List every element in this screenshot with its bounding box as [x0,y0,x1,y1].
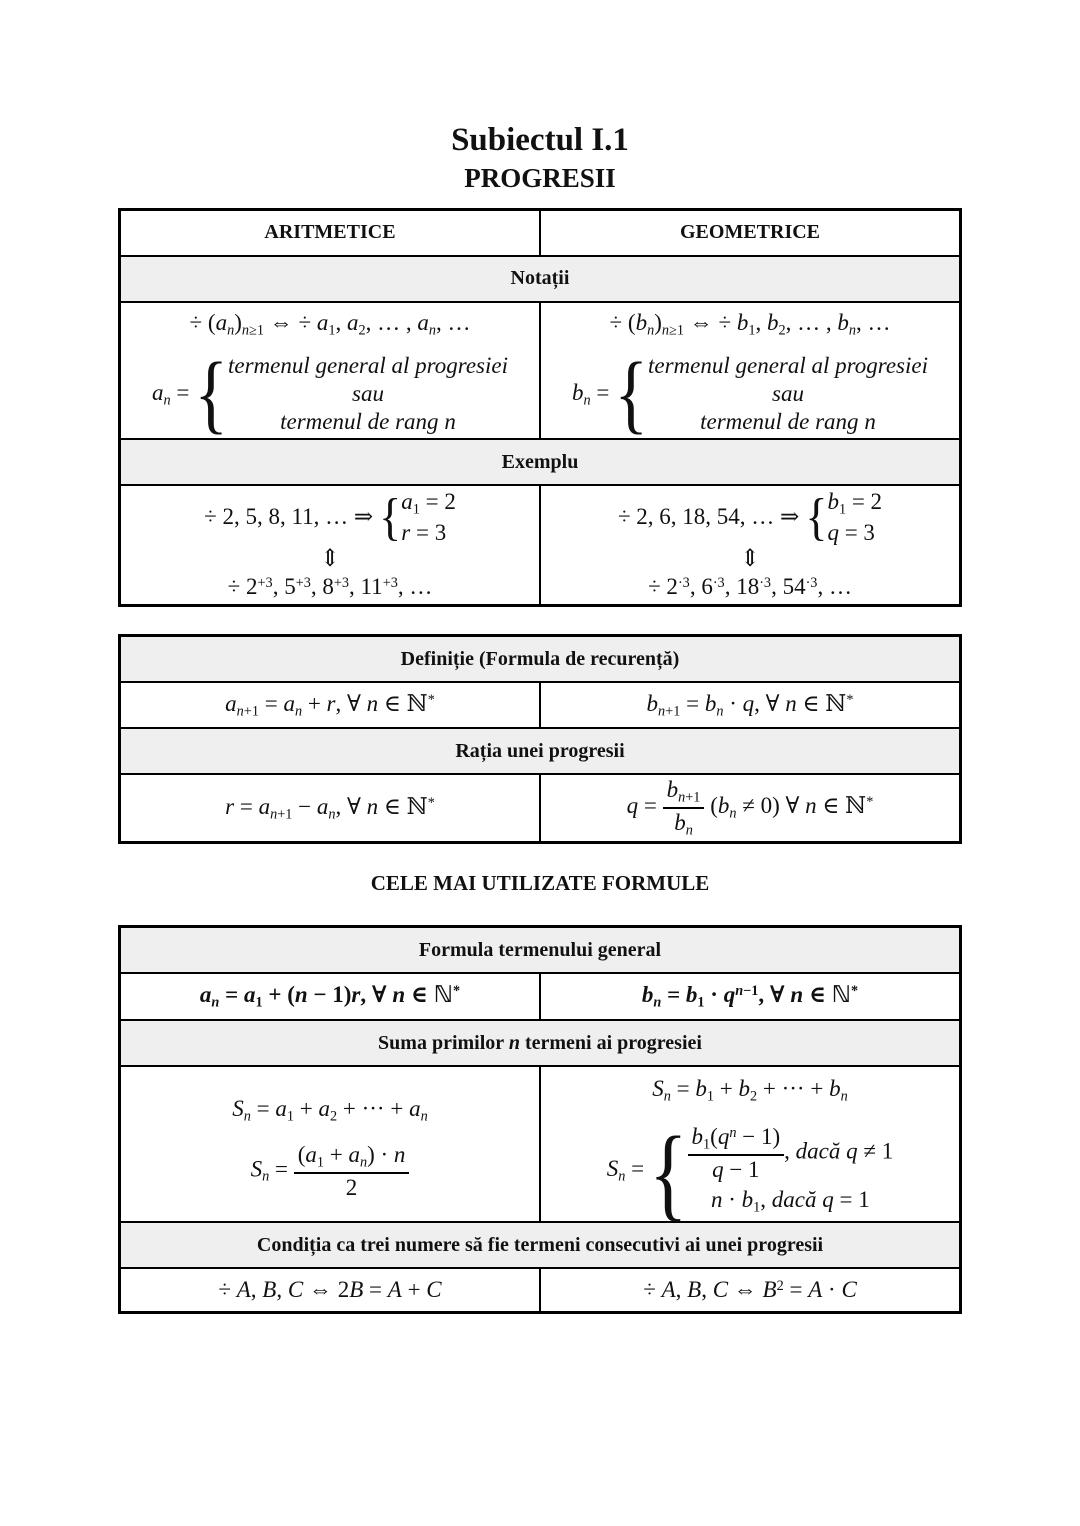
cases-lines: termenul general al progresiei sau terme… [648,352,928,436]
page-subtitle: PROGRESII [464,162,616,193]
cases-lhs: bn = [572,379,610,408]
cell-conditia-aritmetice: ÷ A, B, C ⇔ 2B = A + C [118,1267,541,1314]
definitie-formula-row: an+1 = an + r, ∀ n ∈ ℕ* bn+1 = bn · q, ∀… [118,681,962,730]
cell-exemplu-geometrice: ÷ 2, 6, 18, 54, … ⇒ { b1 = 2 q = 3 ⇕ ÷ 2… [539,484,962,607]
recurrence-formula-geometrice: bn+1 = bn · q, ∀ n ∈ ℕ* [646,690,854,719]
cases-lines: b1(qn − 1)q − 1, dacă q ≠ 1 n · b1, dacă… [687,1122,893,1219]
sum-closed-form-geometrice: Sn = { b1(qn − 1)q − 1, dacă q ≠ 1 n · b… [545,1116,955,1231]
brace-glyph: { [614,346,648,443]
ratio-formula-aritmetice: r = an+1 − an, ∀ n ∈ ℕ* [225,793,435,822]
sum-series-geometrice: Sn = b1 + b2 + ··· + bn [652,1076,848,1105]
sum-header-part: Suma primilor [378,1031,509,1054]
consecutive-terms-condition-aritmetice: ÷ A, B, C ⇔ 2B = A + C [218,1277,442,1303]
cases-lines: a1 = 2 r = 3 [401,488,456,546]
cases-line: b1 = 2 [827,489,883,518]
section-row-notatii: Notații [118,254,962,303]
table1-header-row: ARITMETICE GEOMETRICE [118,208,962,257]
cell-conditia-geometrice: ÷ A, B, C ⇔ B2 = A · C [539,1267,962,1314]
section-row-formula-generala: Formula termenului general [118,925,962,975]
cases-line: termenul general al progresiei [227,353,508,379]
brace-glyph: { [379,487,402,545]
conditia-formula-row: ÷ A, B, C ⇔ 2B = A + C ÷ A, B, C ⇔ B2 = … [118,1267,962,1314]
example-sequence-text: ÷ 2, 6, 18, 54, … ⇒ [617,503,800,529]
cases-line: sau [772,381,804,407]
notation-line-geometrice: ÷ (bn)n≥1 ⇔ ÷ b1, b2, … , bn, … [609,309,891,339]
general-term-cases-aritmetice: an = { termenul general al progresiei sa… [125,346,535,443]
cases-line: termenul general al progresiei [647,353,928,379]
example-expanded-aritmetice: ÷ 2+3, 5+3, 8+3, 11+3, … [227,574,433,600]
example-sequence-aritmetice: ÷ 2, 5, 8, 11, … ⇒ { a1 = 2 r = 3 [125,488,535,546]
section-header-notatii: Notații [118,254,962,303]
cell-exemplu-aritmetice: ÷ 2, 5, 8, 11, … ⇒ { a1 = 2 r = 3 ⇕ ÷ 2+… [118,484,541,607]
sum-header-part: termeni ai progresiei [519,1031,702,1054]
example-sequence-geometrice: ÷ 2, 6, 18, 54, … ⇒ { b1 = 2 q = 3 [545,488,955,546]
brace-glyph: { [194,346,228,443]
notatii-formula-row: ÷ (an)n≥1 ⇔ ÷ a1, a2, … , an, … an = { t… [118,300,962,443]
sum-header-n-italic: n [508,1031,520,1054]
section-row-suma: Suma primilor n termeni ai progresiei [118,1019,962,1068]
section-header-conditia: Condiția ca trei numere să fie termeni c… [118,1221,962,1270]
table-notatii-exemplu: ARITMETICE GEOMETRICE Notații ÷ (an)n≥1 … [118,207,962,608]
cases-lines: termenul general al progresiei sau terme… [228,352,508,436]
column-header-aritmetice: ARITMETICE [118,208,541,257]
suma-formula-row: Sn = a1 + a2 + ··· + an Sn = (a1 + an) ·… [118,1065,962,1231]
column-header-geometrice: GEOMETRICE [539,208,962,257]
updown-arrow-icon: ⇕ [739,546,761,573]
updown-arrow-icon: ⇕ [319,546,341,573]
cases-line: termenul de rang n [280,409,456,435]
cell-ratia-aritmetice: r = an+1 − an, ∀ n ∈ ℕ* [118,773,541,844]
cases-line: r = 3 [401,519,447,545]
cell-suma-aritmetice: Sn = a1 + a2 + ··· + an Sn = (a1 + an) ·… [118,1065,541,1224]
general-term-cases-geometrice: bn = { termenul general al progresiei sa… [545,346,955,443]
section-header-definitie: Definiție (Formula de recurență) [118,634,962,684]
section-header-ratia: Rația unei progresii [118,727,962,776]
cell-termen-general-geometrice: bn = b1 · qn−1, ∀ n ∈ ℕ* [539,972,962,1022]
cases-line: n · b1, dacă q = 1 [711,1187,870,1216]
document-content: Subiectul I.1 PROGRESII ARITMETICE GEOME… [118,0,962,1315]
section-row-ratia: Rația unei progresii [118,727,962,776]
general-term-formula-aritmetice: an = a1 + (n − 1)r, ∀ n ∈ ℕ* [199,981,461,1011]
section-row-exemplu: Exemplu [118,438,962,487]
brace-glyph: { [805,487,828,545]
example-expanded-geometrice: ÷ 2·3, 6·3, 18·3, 54·3, … [648,574,852,600]
table-definitie-ratie: Definiție (Formula de recurență) an+1 = … [118,634,962,845]
section-header-formula-generala: Formula termenului general [118,925,962,975]
cases-lines: b1 = 2 q = 3 [827,488,882,546]
cell-definitie-aritmetice: an+1 = an + r, ∀ n ∈ ℕ* [118,681,541,730]
cases-line: b1(qn − 1)q − 1, dacă q ≠ 1 [687,1124,893,1182]
sum-series-aritmetice: Sn = a1 + a2 + ··· + an [232,1095,428,1124]
mid-heading: CELE MAI UTILIZATE FORMULE [370,871,710,896]
cases-lhs: an = [152,379,190,408]
cases-line: termenul de rang n [700,409,876,435]
notation-line-aritmetice: ÷ (an)n≥1 ⇔ ÷ a1, a2, … , an, … [189,309,471,339]
cases-line: a1 = 2 [401,489,456,518]
section-row-conditia: Condiția ca trei numere să fie termeni c… [118,1221,962,1270]
cell-definitie-geometrice: bn+1 = bn · q, ∀ n ∈ ℕ* [539,681,962,730]
example-sequence-text: ÷ 2, 5, 8, 11, … ⇒ [204,503,374,529]
consecutive-terms-condition-geometrice: ÷ A, B, C ⇔ B2 = A · C [643,1277,857,1303]
cell-termen-general-aritmetice: an = a1 + (n − 1)r, ∀ n ∈ ℕ* [118,972,541,1022]
cases-lhs: Sn = [606,1156,645,1185]
recurrence-formula-aritmetice: an+1 = an + r, ∀ n ∈ ℕ* [225,690,435,719]
cell-suma-geometrice: Sn = b1 + b2 + ··· + bn Sn = { b1(qn − 1… [539,1065,962,1231]
example-cases: { a1 = 2 r = 3 [379,488,456,546]
section-row-definitie: Definiție (Formula de recurență) [118,634,962,684]
brace-glyph: { [649,1116,688,1231]
section-header-suma: Suma primilor n termeni ai progresiei [118,1019,962,1068]
table-formule-utilizate: Formula termenului general an = a1 + (n … [118,925,962,1315]
formula-generala-row: an = a1 + (n − 1)r, ∀ n ∈ ℕ* bn = b1 · q… [118,972,962,1022]
section-header-exemplu: Exemplu [118,438,962,487]
page-title: Subiectul I.1 [451,122,629,158]
example-cases: { b1 = 2 q = 3 [805,488,882,546]
exemplu-row: ÷ 2, 5, 8, 11, … ⇒ { a1 = 2 r = 3 ⇕ ÷ 2+… [118,484,962,607]
cell-notatii-geometrice: ÷ (bn)n≥1 ⇔ ÷ b1, b2, … , bn, … bn = { t… [539,300,962,443]
cases-line: q = 3 [827,519,875,545]
cell-notatii-aritmetice: ÷ (an)n≥1 ⇔ ÷ a1, a2, … , an, … an = { t… [118,300,541,443]
cases-line: sau [352,381,384,407]
general-term-formula-geometrice: bn = b1 · qn−1, ∀ n ∈ ℕ* [641,981,859,1011]
